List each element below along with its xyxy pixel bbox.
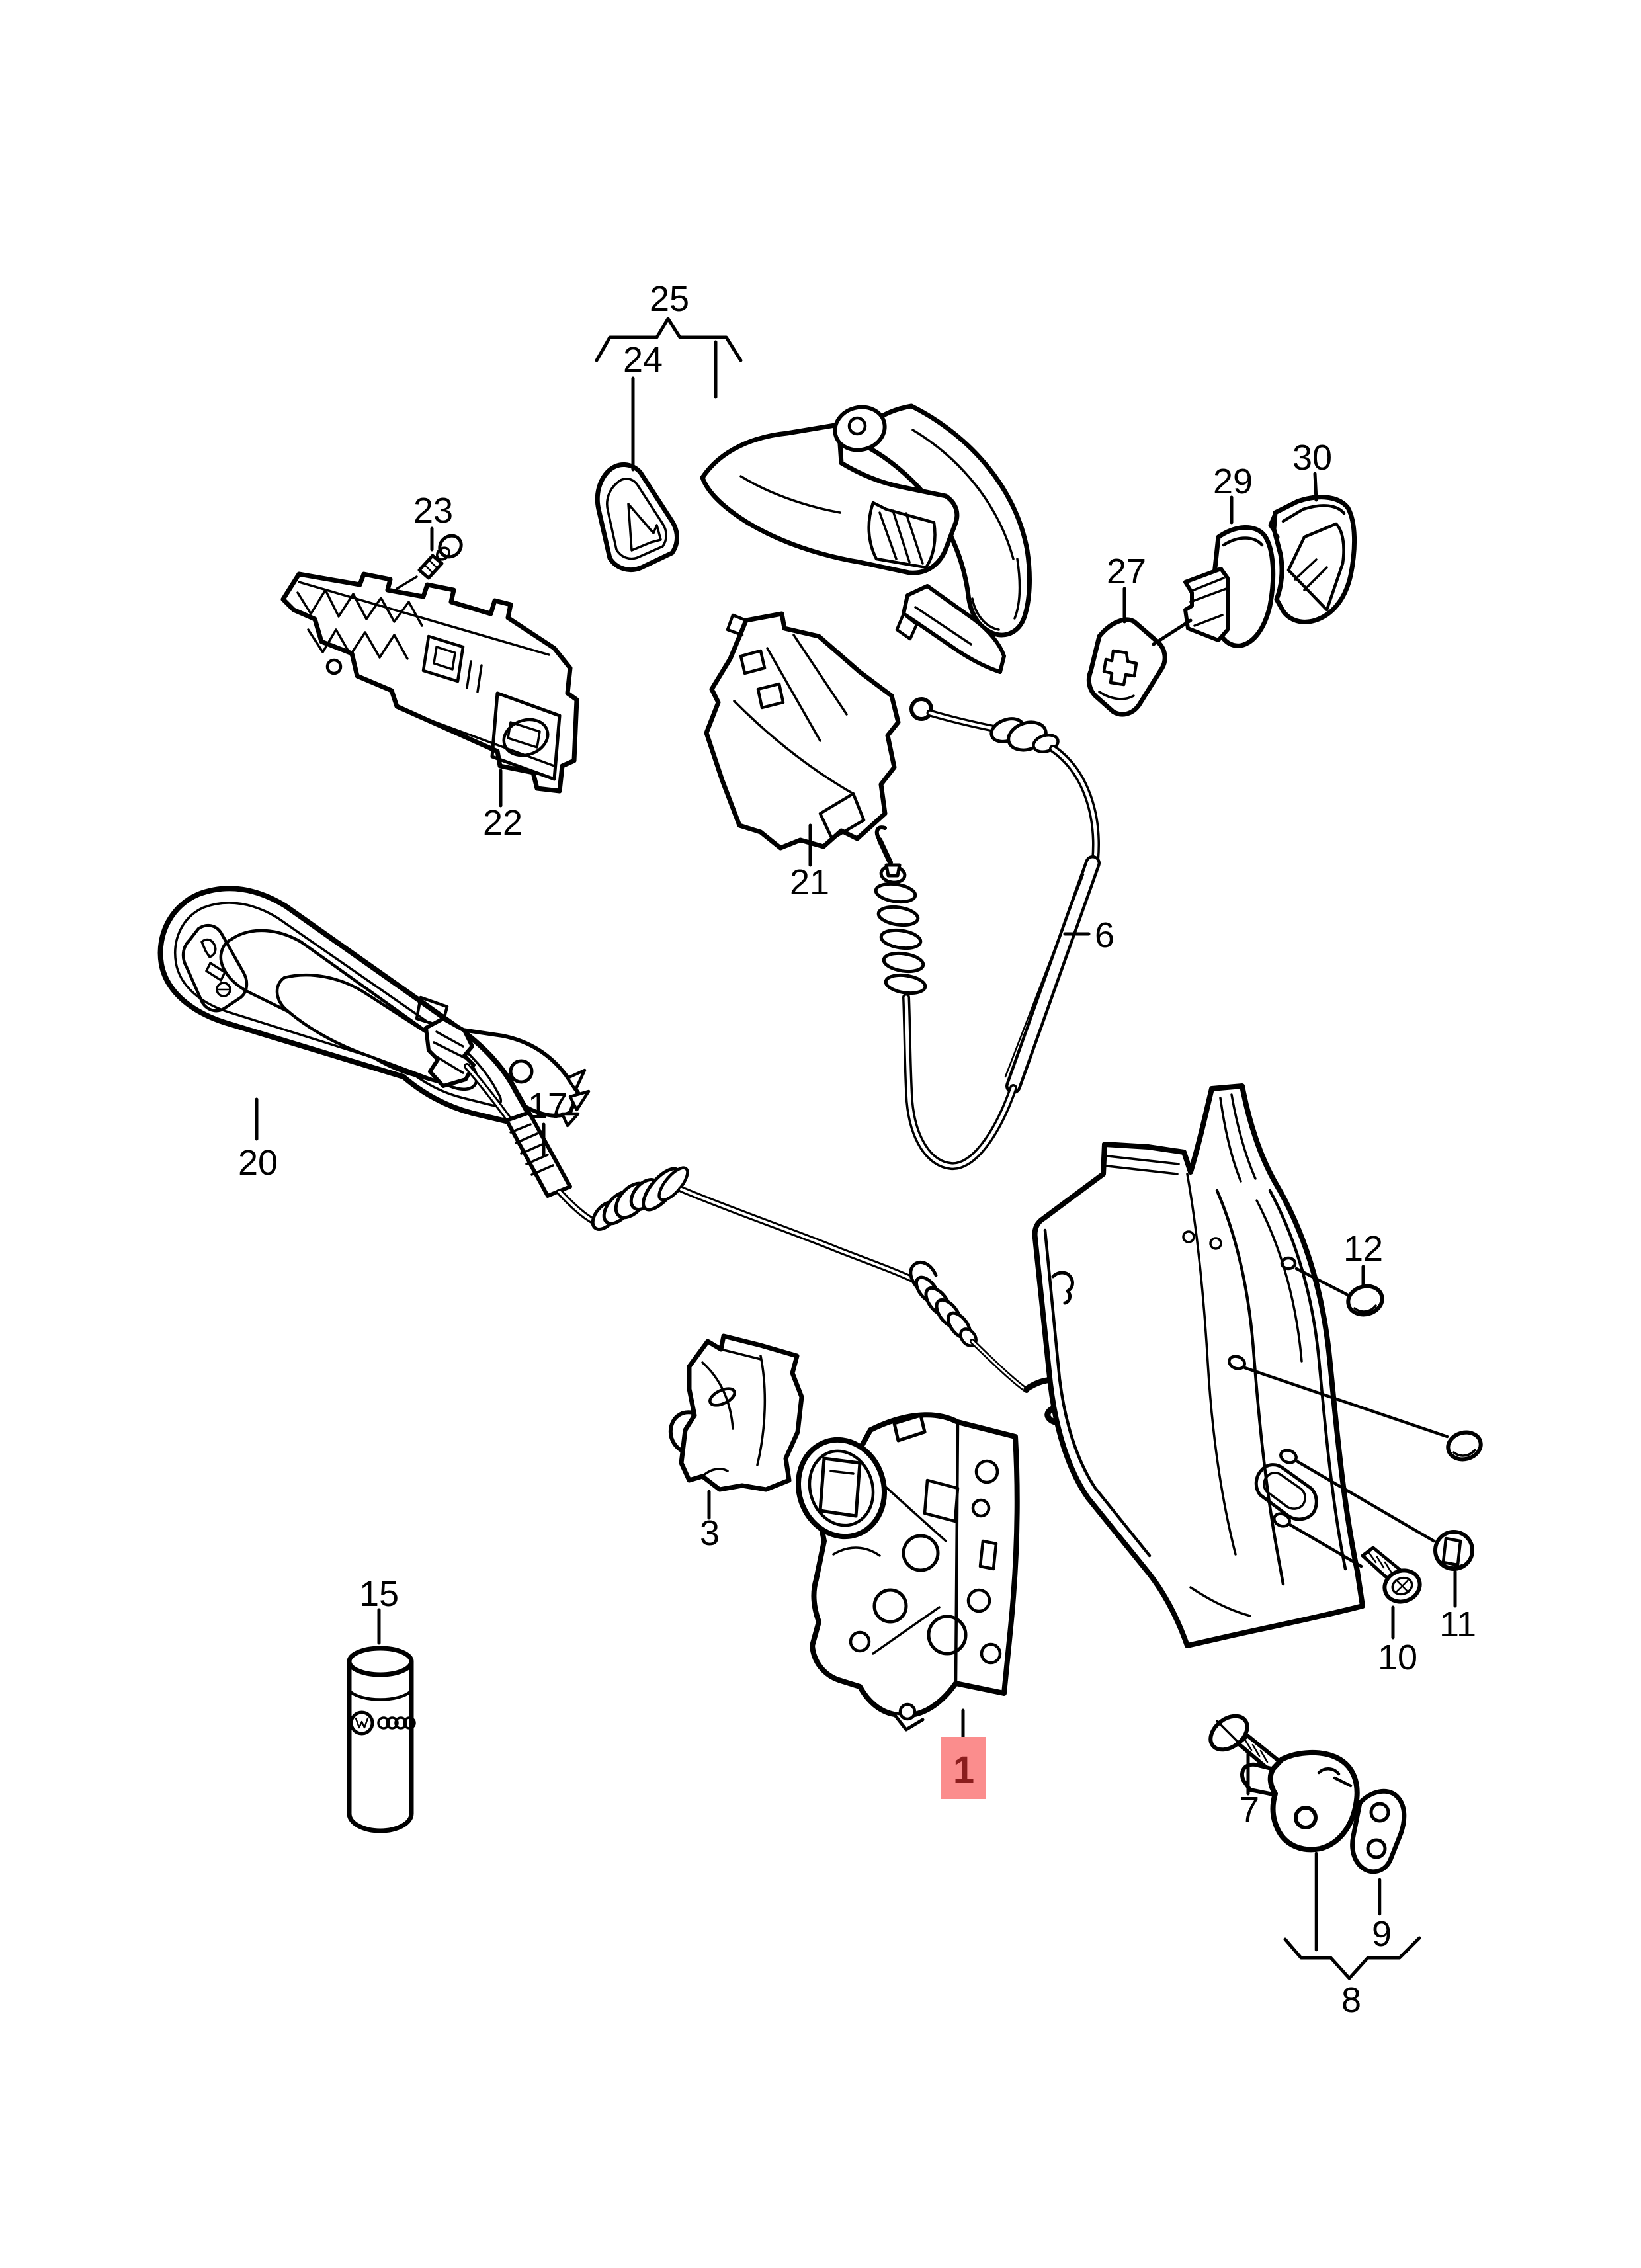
handle-blade xyxy=(275,973,478,1091)
part-cover-cap-mid xyxy=(1446,1430,1483,1462)
lock-hole xyxy=(966,1588,991,1613)
callout-3: 3 xyxy=(700,1513,720,1553)
frame-clip xyxy=(1051,1271,1074,1305)
callout-22: 22 xyxy=(483,803,523,843)
leader-line xyxy=(1152,618,1193,646)
callout-8: 8 xyxy=(1341,1980,1361,2020)
cable-sleeve xyxy=(505,1111,572,1198)
part-cap-27 xyxy=(1086,617,1167,717)
part-handle-bracket xyxy=(704,611,901,851)
callout-17: 17 xyxy=(528,1086,568,1126)
callout-12: 12 xyxy=(1343,1229,1383,1269)
lock-hole xyxy=(974,1459,999,1484)
frame-hole-low1 xyxy=(1279,1449,1298,1464)
part-handle-gasket xyxy=(595,462,679,572)
callout-11: 11 xyxy=(1439,1605,1476,1644)
part-cover-cap-12 xyxy=(1346,1284,1384,1317)
part-bolt-10 xyxy=(1361,1546,1422,1604)
pivot-hole xyxy=(847,416,867,436)
part-lock-bracket-3 xyxy=(668,1333,804,1492)
callout-6: 6 xyxy=(1095,915,1115,955)
audi-rings xyxy=(377,1716,390,1730)
leader-line xyxy=(1294,1267,1350,1297)
callout-29: 29 xyxy=(1213,462,1253,501)
callout-21: 21 xyxy=(790,862,829,902)
lock-symbol xyxy=(200,938,217,958)
door-frame-section xyxy=(1032,1083,1365,1648)
leader-line xyxy=(1296,1460,1436,1543)
part-exterior-door-handle xyxy=(700,403,1032,674)
handle-pivot-bracket xyxy=(700,422,960,575)
lock-hole xyxy=(971,1498,991,1518)
frame-leader-lines xyxy=(1243,1267,1449,1568)
leader-line xyxy=(1243,1366,1449,1439)
vw-logo xyxy=(349,1710,374,1736)
part-interior-door-handle xyxy=(157,886,591,1128)
highlight-box[interactable] xyxy=(941,1737,986,1799)
cable-ball-end xyxy=(909,697,933,721)
lock-hole xyxy=(980,1642,1002,1665)
callout-9: 9 xyxy=(1372,1914,1392,1954)
part-shim-9 xyxy=(1350,1788,1407,1874)
callout-20: 20 xyxy=(238,1143,278,1183)
callout-leader-lines xyxy=(255,317,1457,1796)
frame-hole-upper xyxy=(1280,1256,1297,1271)
handle-latch-tongue xyxy=(902,584,1006,674)
callout-labels: 25 24 23 29 30 27 22 21 6 20 17 3 12 11 … xyxy=(238,279,1476,2020)
leader-line xyxy=(1313,472,1318,502)
callout-1[interactable]: 1 xyxy=(953,1749,974,1792)
callout-10: 10 xyxy=(1378,1638,1417,1677)
callout-15: 15 xyxy=(359,1574,399,1614)
callout-7: 7 xyxy=(1240,1790,1259,1829)
part-handle-carrier-plate xyxy=(280,571,579,794)
callout-24: 24 xyxy=(623,340,663,380)
part-door-striker xyxy=(1240,1750,1360,1853)
part-clip-29 xyxy=(1183,525,1276,648)
callout-23: 23 xyxy=(413,491,453,530)
leader-line xyxy=(1288,1523,1363,1568)
bracket-25 xyxy=(595,317,743,362)
button-panel xyxy=(181,923,249,1013)
arm-hole xyxy=(509,1059,534,1084)
pivot-cylinder xyxy=(833,405,887,452)
grouping-bracket xyxy=(1283,1936,1421,1980)
highlight-callout-1[interactable]: 1 xyxy=(941,1708,986,1799)
part-door-lock-1 xyxy=(795,1412,1020,1732)
group-bracket-8 xyxy=(1283,1851,1421,1980)
callout-30: 30 xyxy=(1292,438,1332,478)
part-cable-outer-6 xyxy=(874,697,1101,1171)
frame-slot xyxy=(1254,1463,1318,1521)
part-cover-cap-11 xyxy=(1433,1530,1474,1571)
callout-27: 27 xyxy=(1107,552,1146,591)
part-screw-23 xyxy=(396,534,463,590)
plate-hole xyxy=(325,658,343,675)
frame-hole-mid xyxy=(1228,1355,1246,1370)
callout-25: 25 xyxy=(650,279,689,319)
part-lubricant-can-15 xyxy=(347,1646,416,1833)
part-end-cap-30 xyxy=(1268,495,1357,624)
